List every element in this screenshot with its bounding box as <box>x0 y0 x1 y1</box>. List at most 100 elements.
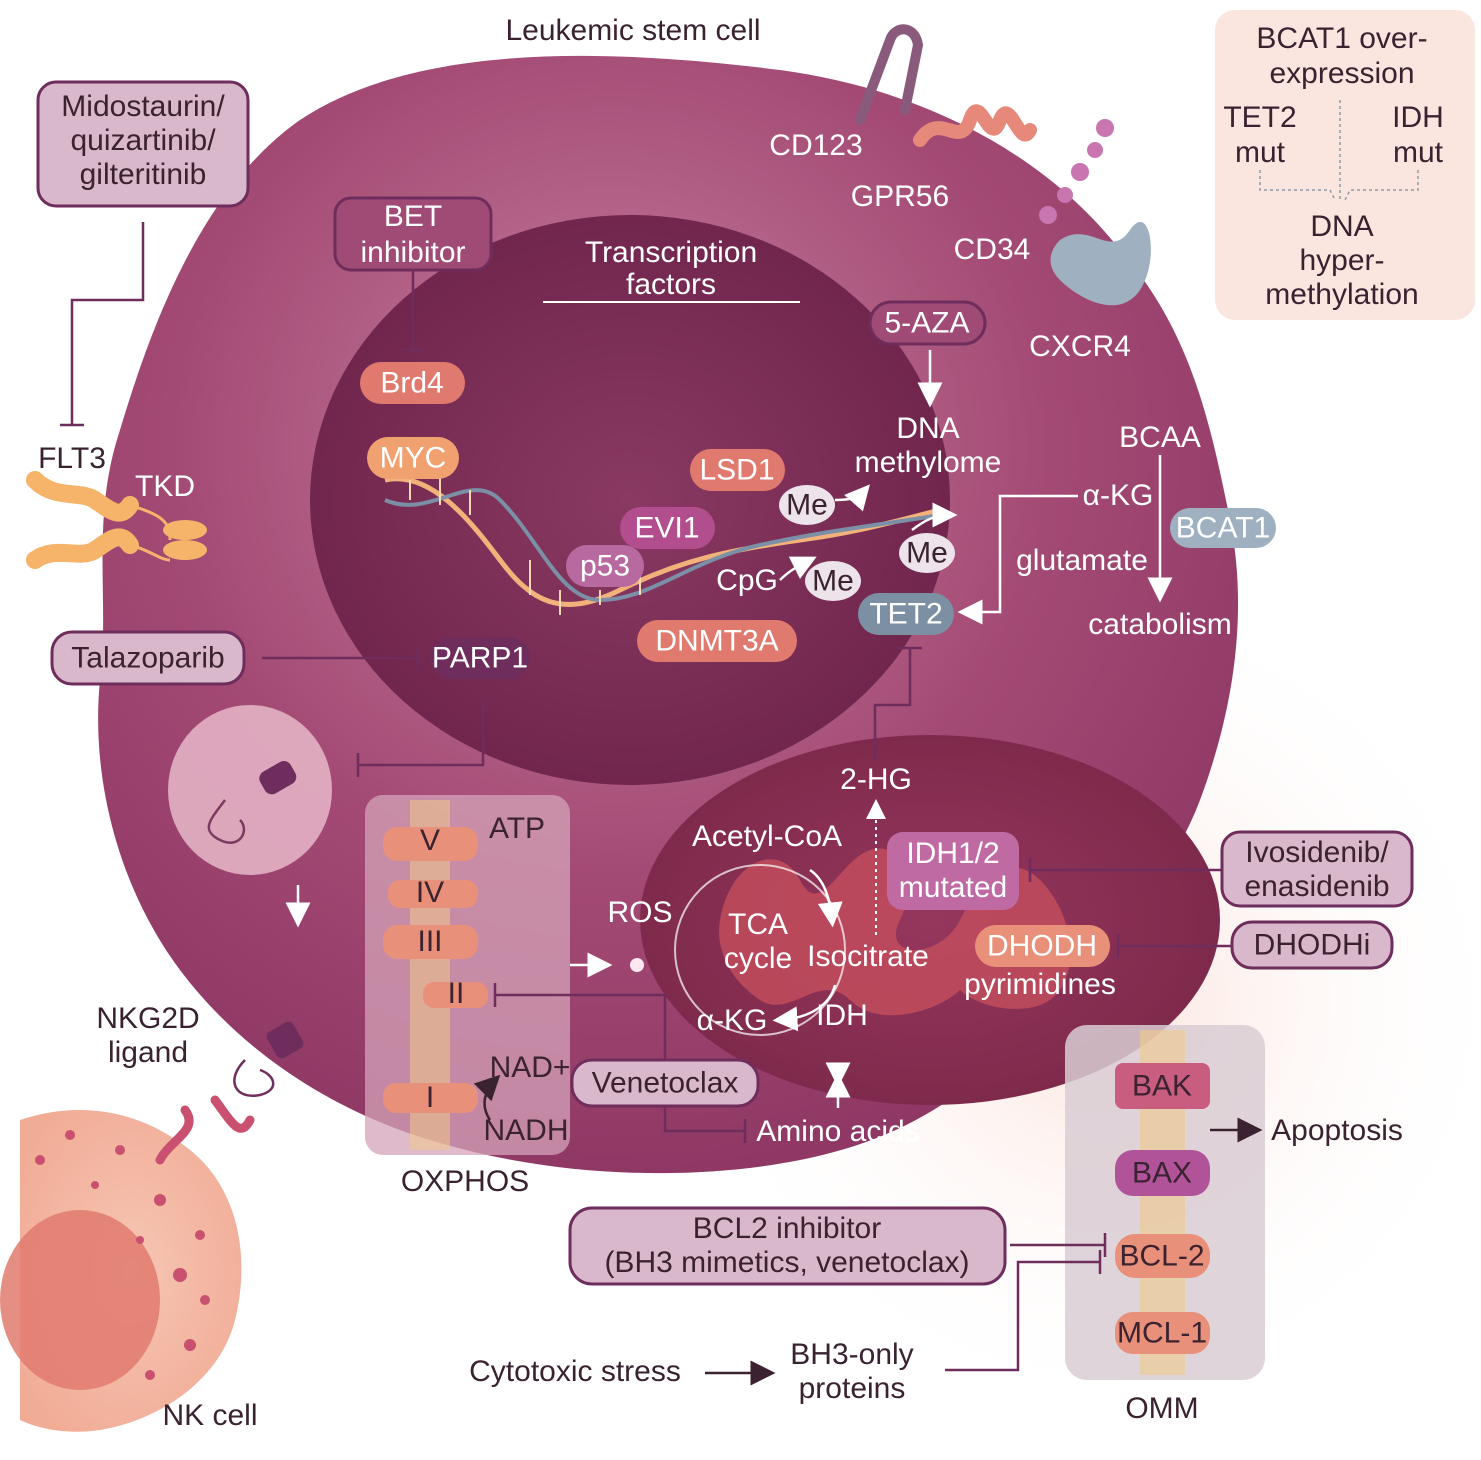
omm-title: OMM <box>1125 1392 1198 1425</box>
dhodh-label: DHODH <box>987 930 1097 963</box>
me-arrow-1 <box>834 484 870 512</box>
mito-akg-label: α-KG <box>697 1004 768 1037</box>
me-circle-1 <box>779 485 835 525</box>
akg-to-tet2-arrow <box>957 494 1078 625</box>
cpg-label: CpG <box>716 564 778 597</box>
p53-pill <box>566 545 644 587</box>
parp1-inhibit-line <box>356 700 485 777</box>
tkd-label: TKD <box>135 470 195 503</box>
cd34-receptor <box>1039 119 1114 224</box>
evi1-pill <box>620 507 715 549</box>
evi1-label: EVI1 <box>634 512 699 545</box>
legend-out2: hyper- <box>1299 244 1384 277</box>
legend-out3: methylation <box>1265 278 1418 311</box>
midostaurin-line3: gilteritinib <box>80 158 207 191</box>
parp1-pill <box>430 637 530 679</box>
idh12-line1: IDH1/2 <box>906 837 999 870</box>
legend-connectors <box>1259 100 1419 201</box>
bak-shape <box>1115 1063 1210 1109</box>
nkg2d-ligand-shape <box>266 1021 304 1059</box>
bcl2-label: BCL-2 <box>1119 1240 1204 1273</box>
cell-title: Leukemic stem cell <box>505 14 760 47</box>
nkg2d-line1: NKG2D <box>96 1002 199 1035</box>
me-circle-2 <box>899 533 955 573</box>
bcl2-shape <box>1115 1234 1210 1278</box>
p53-label: p53 <box>580 550 630 583</box>
ros-spark <box>630 958 644 972</box>
midostaurin-box <box>36 80 250 208</box>
nk-nucleus <box>0 1210 160 1390</box>
nk-cell-label: NK cell <box>162 1399 257 1432</box>
bet-inhibit-line <box>401 270 425 352</box>
tf-title-1: Transcription <box>585 236 757 269</box>
bh3-line2: proteins <box>799 1372 906 1405</box>
aza-box <box>868 300 987 346</box>
gpr56-label: GPR56 <box>851 180 949 213</box>
legend-line2: expression <box>1269 57 1414 90</box>
idh12-line2: mutated <box>899 871 1007 904</box>
cd123-receptor <box>855 24 924 125</box>
me-label-2: Me <box>906 537 948 570</box>
oxphos-title: OXPHOS <box>401 1165 529 1198</box>
nadh-arrow <box>473 1074 501 1121</box>
myc-pill <box>367 437 459 479</box>
aza-label: 5-AZA <box>884 307 969 340</box>
twohg-label: 2-HG <box>840 763 912 796</box>
legend-tet2-mut: mut <box>1235 136 1286 169</box>
myc-label: MYC <box>380 442 447 475</box>
glutamate-label: glutamate <box>1016 544 1148 577</box>
talazoparib-box <box>50 630 246 686</box>
bcl2-inhibitor-line1: BCL2 inhibitor <box>693 1212 881 1245</box>
pyrimidines-label: pyrimidines <box>964 968 1116 1001</box>
ivosidenib-line2: enasidenib <box>1244 870 1389 903</box>
tet2-pill <box>858 593 954 635</box>
midostaurin-line2: quizartinib/ <box>70 124 216 157</box>
legend-box: BCAT1 over- expression TET2 mut IDH mut … <box>1223 22 1444 311</box>
legend-box-bg <box>1215 10 1475 320</box>
midostaurin-line1: Midostaurin/ <box>61 90 225 123</box>
acetyl-arrow <box>809 868 843 928</box>
ivosidenib-inhibit-line <box>1028 858 1222 882</box>
talazoparib-label: Talazoparib <box>71 642 224 675</box>
ros-label: ROS <box>607 896 672 929</box>
lsd1-pill <box>690 449 785 491</box>
cxcr4-label: CXCR4 <box>1029 330 1131 363</box>
bcaa-label: BCAA <box>1119 421 1201 454</box>
lsd1-label: LSD1 <box>699 454 774 487</box>
legend-tet2: TET2 <box>1223 101 1296 134</box>
nkg2d-receptor <box>155 1095 255 1165</box>
gpr56-receptor <box>913 104 1037 147</box>
bak-label: BAK <box>1132 1070 1192 1103</box>
bcat1-pill <box>1170 508 1276 548</box>
ivosidenib-box <box>1220 830 1414 908</box>
flt3-label: FLT3 <box>38 442 106 475</box>
me-circle-3 <box>805 561 861 601</box>
vesicle <box>168 705 332 875</box>
twohg-inhibit-line <box>873 646 922 760</box>
amino-acids-label: Amino acids <box>756 1115 919 1148</box>
bax-label: BAX <box>1132 1157 1192 1190</box>
atp-label: ATP <box>489 812 545 845</box>
vesicle-tail <box>207 799 246 844</box>
dnmt3a-label: DNMT3A <box>655 625 778 658</box>
brd4-pill <box>360 362 465 404</box>
me-arrow-3 <box>779 556 817 581</box>
ligand-tail <box>233 1059 275 1098</box>
bcl2-inhibit-line <box>1010 1233 1107 1257</box>
idh12-box <box>887 832 1019 910</box>
flt3-receptor <box>26 471 207 569</box>
complex-v: V <box>420 824 440 857</box>
ivosidenib-line1: Ivosidenib/ <box>1245 836 1389 869</box>
bet-line2: inhibitor <box>360 236 465 269</box>
isocitrate-to-akg-arrow <box>772 984 837 1032</box>
dnmt3a-pill <box>637 620 797 662</box>
brd4-label: Brd4 <box>380 367 443 400</box>
tca-line1: TCA <box>728 908 788 941</box>
bcaa-akg-label: α-KG <box>1083 479 1154 512</box>
bh3-line1: BH3-only <box>790 1338 913 1371</box>
bcat1-label: BCAT1 <box>1176 512 1270 545</box>
tca-cycle-circle <box>674 864 846 1036</box>
isocitrate-label: Isocitrate <box>807 940 929 973</box>
